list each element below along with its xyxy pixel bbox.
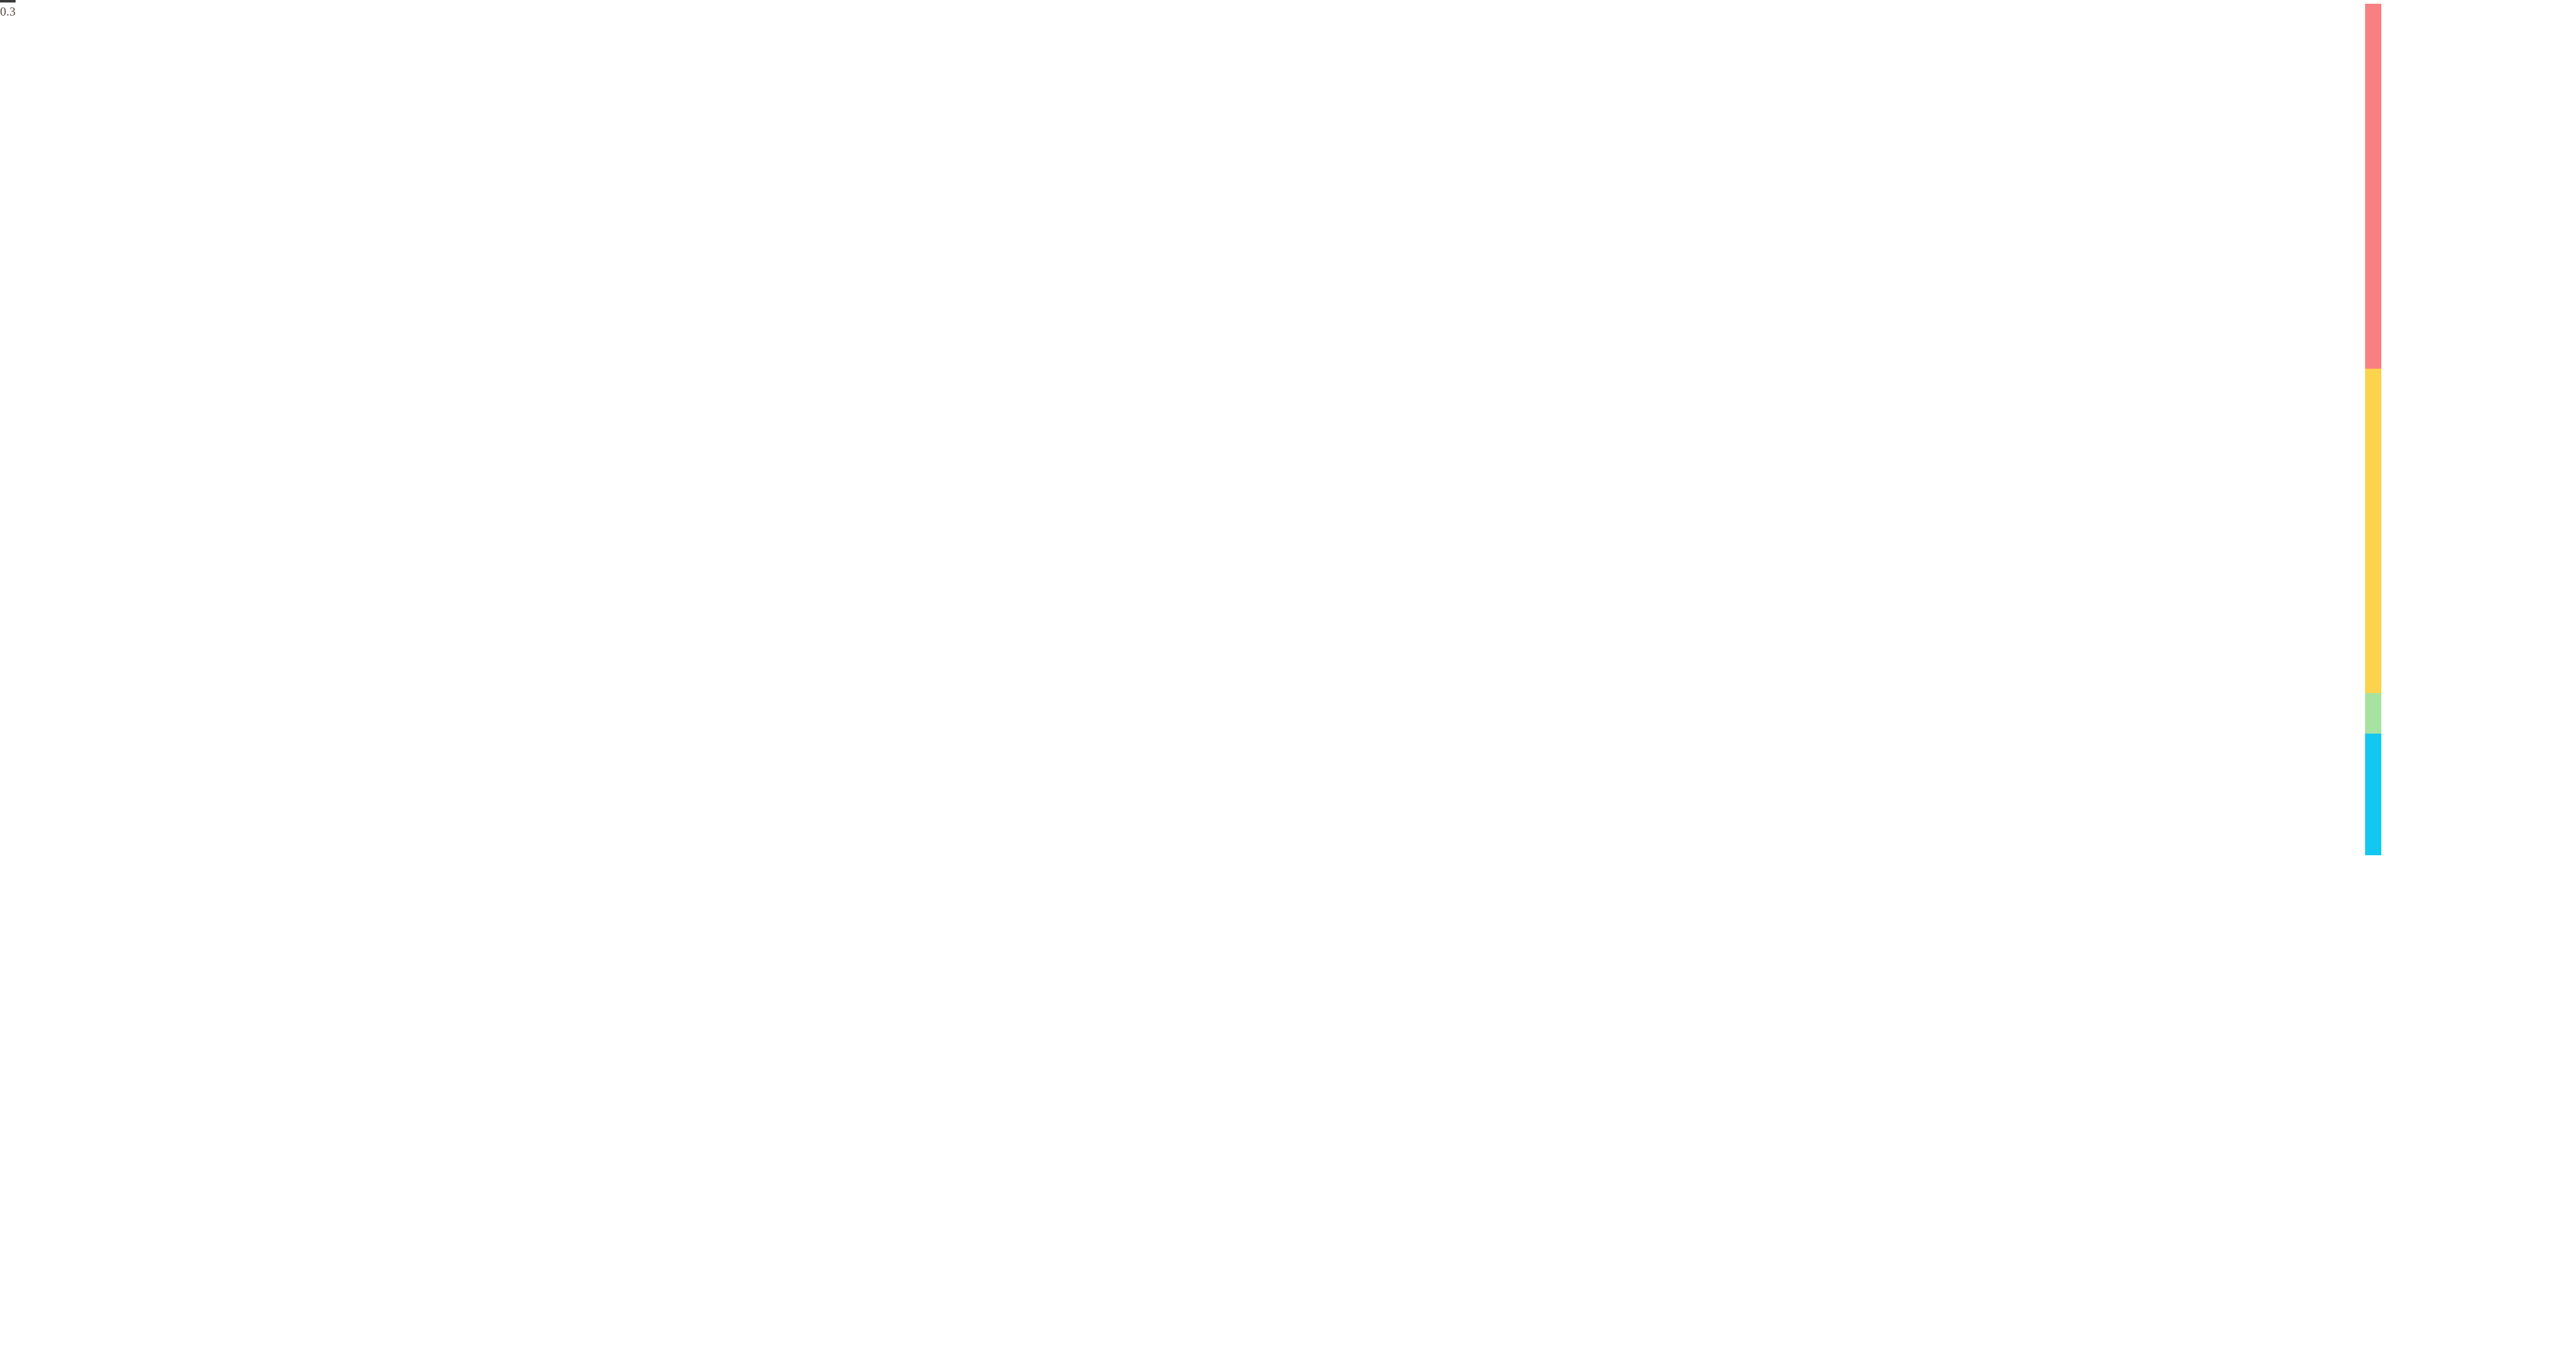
clade-band-bourbon-group [2365,4,2381,369]
scale-bar-label: 0.3 [0,5,16,19]
clade-band-catimor-group [2365,369,2381,693]
clade-band-yauc160-group [2365,693,2381,734]
scale-bar-line [0,0,16,2]
clade-band-typica-group [2365,734,2381,855]
scale-bar: 0.3 [0,0,16,19]
clade-color-bands [2365,4,2381,855]
